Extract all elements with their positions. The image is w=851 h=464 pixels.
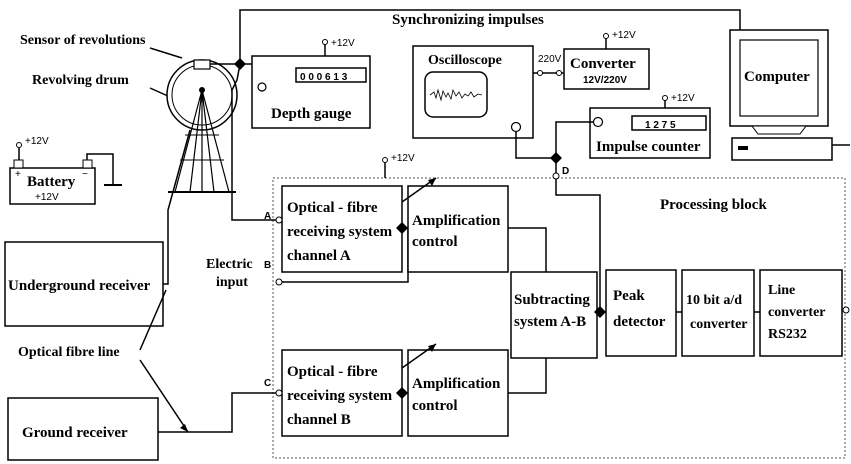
channel-a-line3: channel A <box>287 248 351 264</box>
amp-b-line1: Amplification <box>412 376 501 392</box>
fibre-line-label: Optical fibre line <box>18 345 120 360</box>
wire-to-c <box>158 392 276 433</box>
subtract-line2: system A-B <box>514 314 586 330</box>
depth-gauge-supply: +12V <box>331 38 355 49</box>
depth-gauge-label: Depth gauge <box>271 106 352 122</box>
title-sync: Synchronizing impulses <box>392 12 544 28</box>
channel-b-line2: receiving system <box>287 388 393 404</box>
depth-gauge-display-box <box>295 67 367 83</box>
depth-gauge-display: 0 0 0 6 1 3 <box>300 72 348 83</box>
channel-b-line3: channel B <box>287 412 351 428</box>
channel-b-box <box>281 349 403 437</box>
processing-label: Processing block <box>660 197 767 213</box>
revolving-drum <box>166 59 238 193</box>
battery-terminal: +12V <box>25 136 49 147</box>
d-wire <box>555 179 601 312</box>
electric-input-line1: Electric <box>206 257 253 272</box>
amp-a-box <box>407 185 509 273</box>
impulse-counter-display: 1 2 7 5 <box>645 120 676 131</box>
svg-text:+: + <box>15 169 21 180</box>
line-conv-line3: RS232 <box>768 327 807 342</box>
battery-label: Battery <box>27 174 76 190</box>
drum-label: Revolving drum <box>32 73 129 88</box>
subtract-box <box>510 271 598 359</box>
electric-input-line2: input <box>216 275 248 290</box>
sensor-label: Sensor of revolutions <box>20 33 146 48</box>
oscilloscope-screen <box>424 71 488 118</box>
impulse-counter-display-box <box>631 115 707 131</box>
channel-b-line1: Optical - fibre <box>287 364 378 380</box>
point-a: A <box>264 211 271 222</box>
point-d: D <box>562 166 569 177</box>
converter-supply: +12V <box>612 30 636 41</box>
underground-receiver-box <box>4 241 164 327</box>
amp-a-line1: Amplification <box>412 213 501 229</box>
line-converter-box <box>759 269 843 357</box>
line-conv-line2: converter <box>768 305 826 320</box>
impulse-counter-supply: +12V <box>671 93 695 104</box>
adc-line2: converter <box>690 317 748 332</box>
peak-box <box>605 269 677 357</box>
computer: Computer <box>729 29 850 161</box>
amp-a-line2: control <box>412 234 458 250</box>
peak-line2: detector <box>613 314 666 330</box>
sensor-arrow <box>149 47 183 59</box>
adc-line1: 10 bit a/d <box>686 293 742 308</box>
oscilloscope-supply: 220V <box>538 54 562 65</box>
sensor-box <box>193 59 211 70</box>
processing-block-frame <box>272 177 846 459</box>
svg-text:−: − <box>82 169 88 180</box>
oscilloscope-label: Oscilloscope <box>428 53 502 68</box>
subtract-line1: Subtracting <box>514 292 590 308</box>
ground-receiver-label: Ground receiver <box>22 425 128 441</box>
battery: +12V + − Battery +12V <box>9 136 122 205</box>
ground-receiver-box <box>7 397 159 461</box>
channel-a-line1: Optical - fibre <box>287 200 378 216</box>
channel-a-box <box>281 185 403 273</box>
converter-label: Converter <box>570 56 636 72</box>
processing-supply: +12V <box>391 153 415 164</box>
wire-to-a <box>231 63 277 221</box>
oscilloscope-input <box>510 121 522 133</box>
peak-line1: Peak <box>613 288 645 304</box>
adc-box <box>681 269 755 357</box>
point-b: B <box>264 260 271 271</box>
amp-b-box <box>407 349 509 437</box>
channel-a-line2: receiving system <box>287 224 393 240</box>
sync-line <box>239 9 741 65</box>
point-c: C <box>264 378 271 389</box>
amp-b-line2: control <box>412 398 458 414</box>
fibre-up <box>163 129 191 285</box>
battery-voltage: +12V <box>35 192 59 203</box>
underground-receiver-label: Underground receiver <box>8 278 151 294</box>
line-conv-line1: Line <box>768 283 795 298</box>
computer-label: Computer <box>744 69 810 85</box>
waveform <box>429 88 483 102</box>
converter-sub: 12V/220V <box>583 75 627 86</box>
converter-box <box>563 48 650 90</box>
impulse-counter-label: Impulse counter <box>596 139 701 155</box>
